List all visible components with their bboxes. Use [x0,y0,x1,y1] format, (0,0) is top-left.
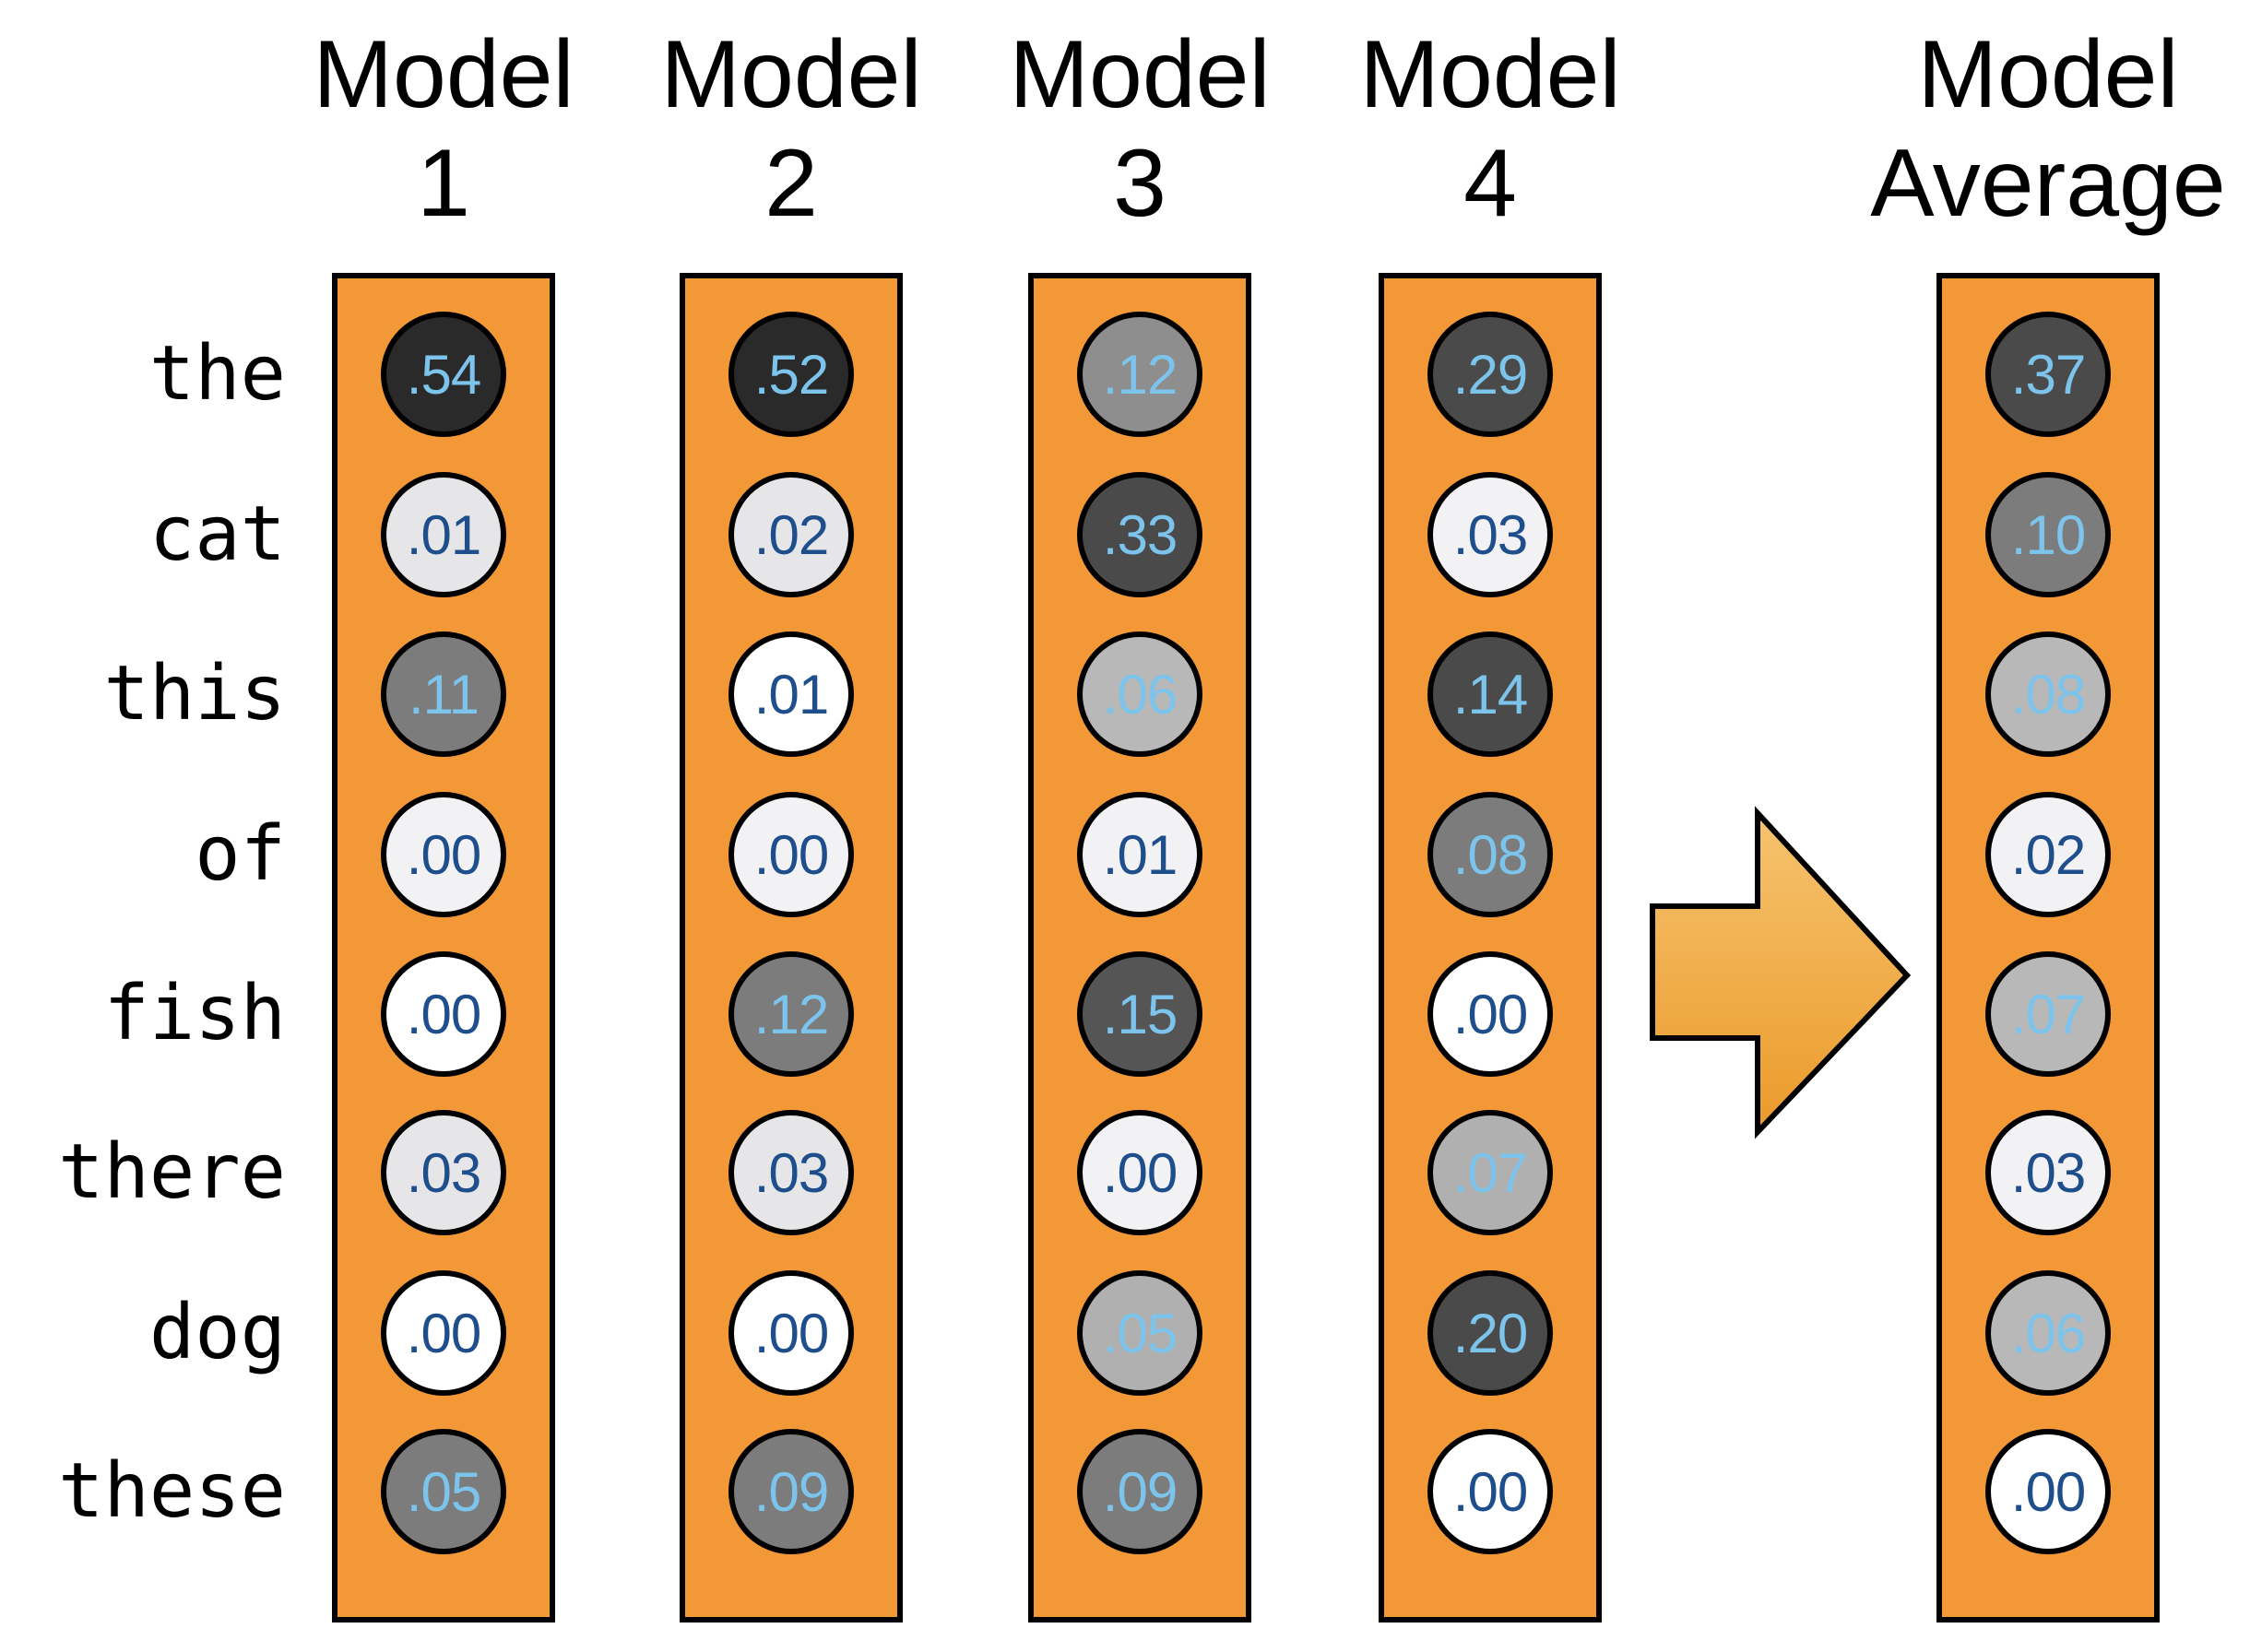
model-average-probability-the: .37 [1985,312,2111,437]
model-4-probability-dog: .20 [1427,1270,1553,1396]
model-1-probability-dog: .00 [381,1270,506,1396]
model-1-probability-the: .54 [381,312,506,437]
model-3-probability-the: .12 [1077,312,1202,437]
model-average-probability-there: .03 [1985,1110,2111,1235]
model-3-probability-this: .06 [1077,631,1202,757]
model-3-probability-there: .00 [1077,1110,1202,1235]
model-1-title-line2: 1 [417,130,470,237]
model-average-probability-of: .02 [1985,792,2111,917]
model-3-title-line1: Model [1009,21,1271,128]
model-3-probability-dog: .05 [1077,1270,1202,1396]
model-average-title-line1: Model [1917,21,2179,128]
model-3-probability-fish: .15 [1077,951,1202,1077]
model-1-probability-fish: .00 [381,951,506,1077]
model-3-probability-these: .09 [1077,1429,1202,1554]
model-2-probability-the: .52 [728,312,854,437]
model-2-probability-cat: .02 [728,472,854,597]
model-2-probability-of: .00 [728,792,854,917]
model-4-probability-there: .07 [1427,1110,1553,1235]
model-1-probability-cat: .01 [381,472,506,597]
model-2-probability-this: .01 [728,631,854,757]
word-label-there: there [58,1128,286,1216]
model-2-probability-dog: .00 [728,1270,854,1396]
word-label-dog: dog [148,1289,286,1376]
model-2-probability-fish: .12 [728,951,854,1077]
model-3-title-line2: 3 [1113,130,1166,237]
model-4-title-line2: 4 [1463,130,1517,237]
model-2-title-line1: Model [660,21,922,128]
model-1-probability-of: .00 [381,792,506,917]
model-2-probability-there: .03 [728,1110,854,1235]
model-average-probability-dog: .06 [1985,1270,2111,1396]
word-label-fish: fish [103,970,286,1057]
model-2-probability-these: .09 [728,1429,854,1554]
word-label-this: this [103,650,286,738]
model-4-probability-the: .29 [1427,312,1553,437]
model-4-title-line1: Model [1359,21,1621,128]
model-1-title-line1: Model [313,21,574,128]
model-4-probability-fish: .00 [1427,951,1553,1077]
model-2-title-line2: 2 [764,130,818,237]
model-4-probability-these: .00 [1427,1429,1553,1554]
model-average-probability-these: .00 [1985,1429,2111,1554]
model-1-probability-this: .11 [381,631,506,757]
word-label-of: of [195,810,286,898]
word-label-cat: cat [148,490,286,578]
model-average-probability-this: .08 [1985,631,2111,757]
word-label-these: these [58,1447,286,1535]
model-3-probability-of: .01 [1077,792,1202,917]
model-average-probability-fish: .07 [1985,951,2111,1077]
model-1-probability-these: .05 [381,1429,506,1554]
model-3-probability-cat: .33 [1077,472,1202,597]
model-4-probability-of: .08 [1427,792,1553,917]
model-1-probability-there: .03 [381,1110,506,1235]
model-average-title-line2: Average [1870,130,2226,237]
model-4-probability-cat: .03 [1427,472,1553,597]
word-label-the: the [148,330,286,418]
model-average-probability-cat: .10 [1985,472,2111,597]
model-4-probability-this: .14 [1427,631,1553,757]
model-average-column [1936,273,2160,1622]
